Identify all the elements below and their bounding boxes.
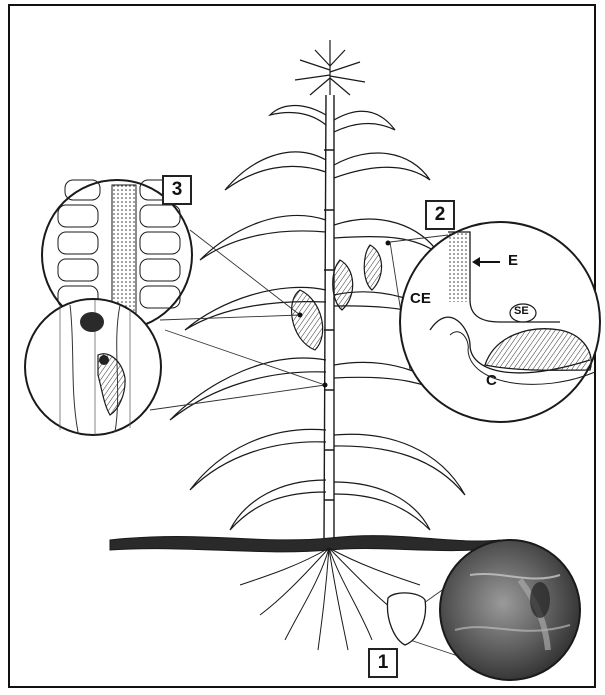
label-c: C — [486, 372, 497, 389]
label-se: SE — [514, 305, 529, 317]
callout-3: 3 — [162, 175, 192, 205]
kernel — [387, 593, 425, 645]
stalk — [324, 95, 334, 540]
label-ce: CE — [410, 290, 431, 307]
callout-2: 2 — [425, 200, 455, 230]
callout-1: 1 — [368, 648, 398, 678]
inset-larva — [25, 299, 161, 435]
inset-tissue — [400, 222, 600, 422]
ears — [292, 245, 382, 350]
label-e: E — [508, 252, 518, 269]
ground — [110, 536, 500, 552]
inset-photo — [440, 540, 580, 680]
tassel — [295, 40, 365, 95]
